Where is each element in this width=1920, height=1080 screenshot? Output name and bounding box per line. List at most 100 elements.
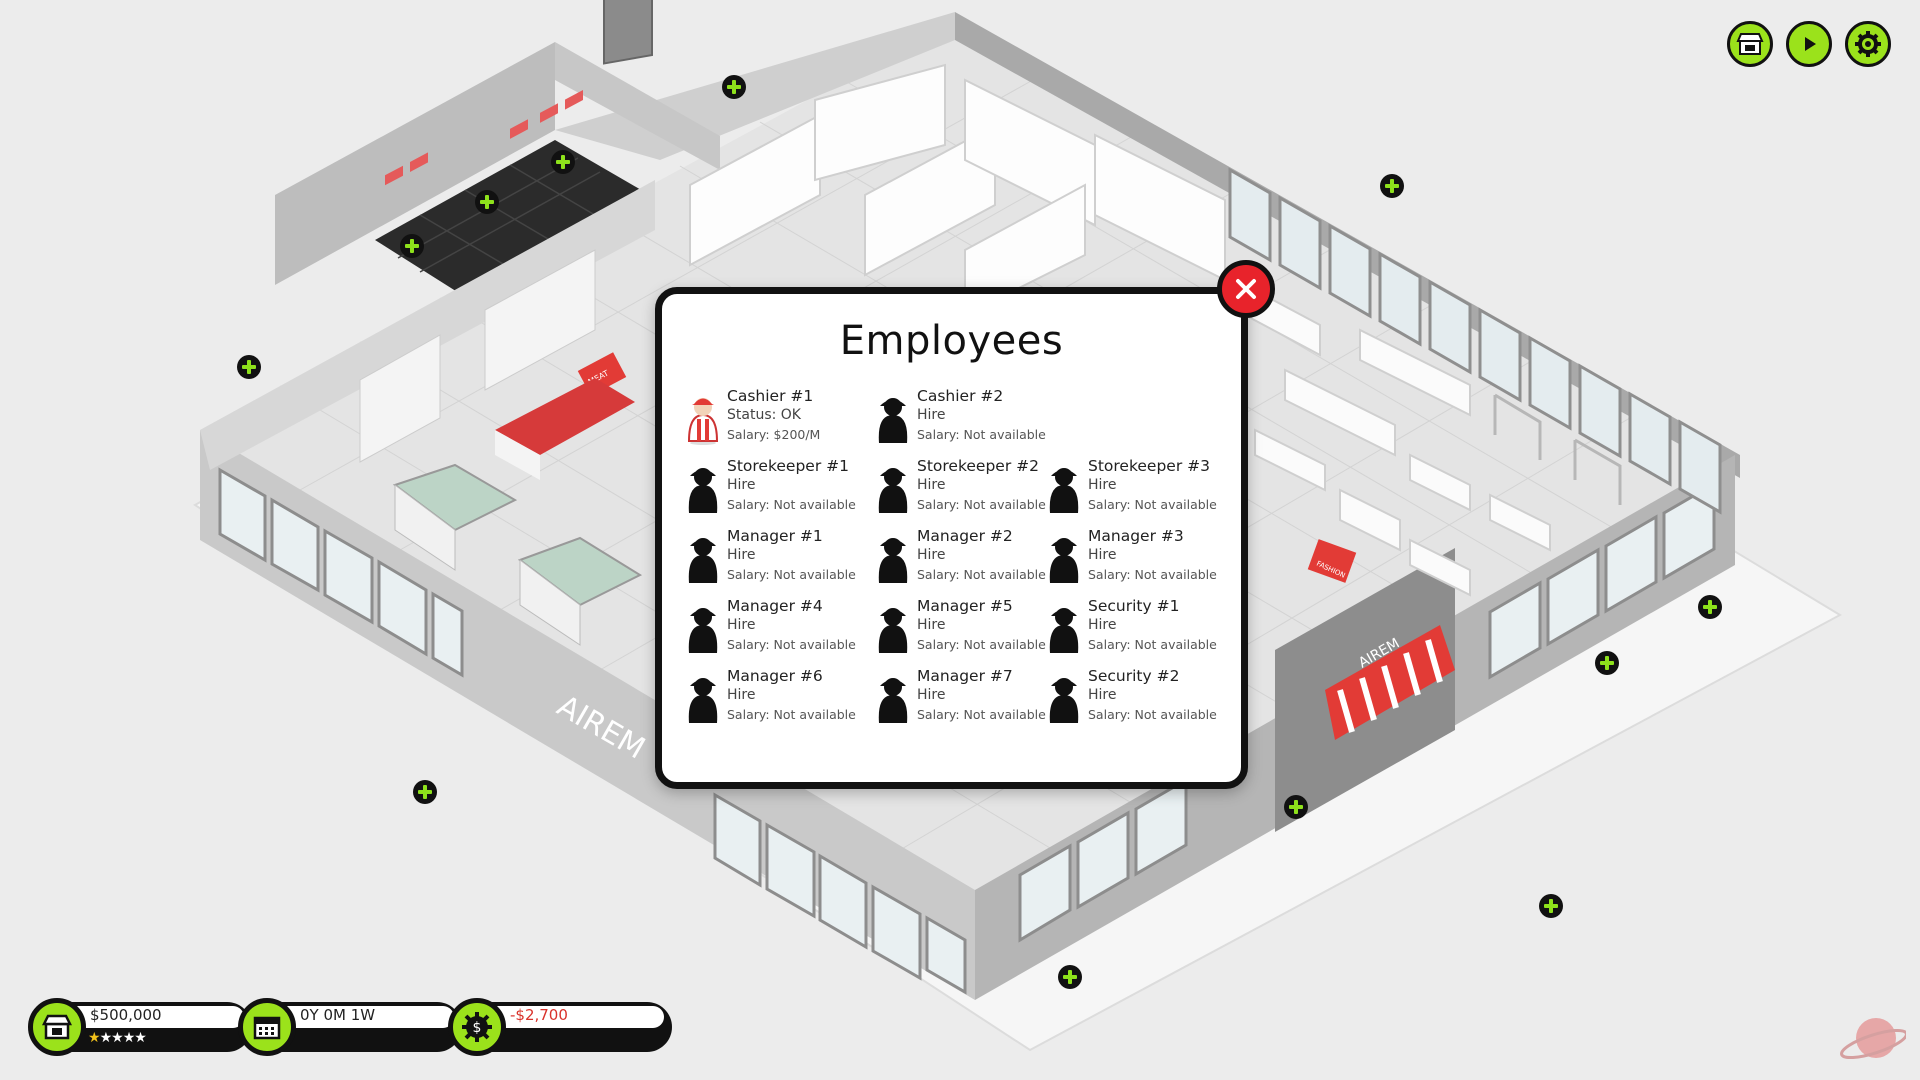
silhouette-avatar-icon [878,468,908,513]
employee-salary: Salary: Not available [727,707,856,722]
employee-name: Storekeeper #3 [1088,457,1210,475]
hire-link[interactable]: Hire [917,617,946,633]
silhouette-avatar-icon [878,398,908,443]
hire-link[interactable]: Hire [917,547,946,563]
employee-salary: Salary: Not available [917,707,1046,722]
silhouette-avatar-icon [688,678,718,723]
balance-value: -$2,700 [510,1006,568,1024]
add-spot-marker[interactable] [413,780,437,804]
employee-salary: Salary: $200/M [727,427,821,442]
silhouette-avatar-icon [688,538,718,583]
employee-salary: Salary: Not available [727,637,856,652]
employee-name: Manager #5 [917,597,1013,615]
add-spot-marker[interactable] [475,190,499,214]
employee-name: Manager #1 [727,527,823,545]
hire-link[interactable]: Hire [1088,617,1117,633]
rating-stars: ★★★★★ [88,1030,147,1046]
employee-name: Security #2 [1088,667,1180,685]
employee-salary: Salary: Not available [917,427,1046,442]
silhouette-avatar-icon [878,608,908,653]
back-shelves [689,63,1226,317]
hire-link[interactable]: Hire [727,687,756,703]
meat-fridges [359,90,596,463]
employee-name: Storekeeper #1 [727,457,849,475]
hire-link[interactable]: Hire [917,407,946,423]
hire-link[interactable]: Hire [1088,547,1117,563]
employee-name: Manager #3 [1088,527,1184,545]
hire-link[interactable]: Hire [1088,477,1117,493]
star-icon: ★ [88,1030,101,1046]
employee-name: Manager #6 [727,667,823,685]
employee-salary: Salary: Not available [917,497,1046,512]
shop-button[interactable] [1727,21,1773,67]
employee-salary: Salary: Not available [1088,497,1217,512]
add-spot-marker[interactable] [1058,965,1082,989]
employee-salary: Salary: Not available [1088,707,1217,722]
add-spot-marker[interactable] [1698,595,1722,619]
add-spot-marker[interactable] [722,75,746,99]
add-spot-marker[interactable] [1380,174,1404,198]
hire-link[interactable]: Hire [1088,687,1117,703]
play-button[interactable] [1786,21,1832,67]
add-spot-marker[interactable] [1284,795,1308,819]
calendar-icon [238,998,296,1056]
add-spot-marker[interactable] [1595,651,1619,675]
clothing-racks [1493,393,1622,505]
date-value: 0Y 0M 1W [300,1006,376,1024]
add-spot-marker[interactable] [237,355,261,379]
playground-logo [1840,1018,1906,1060]
silhouette-avatar-icon [1049,678,1079,723]
hire-link[interactable]: Hire [727,617,756,633]
close-button[interactable] [1217,260,1275,318]
coin-icon: $ [448,998,506,1056]
silhouette-avatar-icon [1049,468,1079,513]
hire-link[interactable]: Hire [727,547,756,563]
employee-name: Storekeeper #2 [917,457,1039,475]
dialog-title: Employees [839,318,1064,364]
hire-link[interactable]: Hire [917,687,946,703]
silhouette-avatar-icon [878,678,908,723]
cashier-avatar-icon [687,398,719,445]
employee-name: Manager #4 [727,597,823,615]
close-icon [1236,279,1256,299]
add-spot-marker[interactable] [1539,894,1563,918]
staff-room-wall [555,42,720,170]
add-spot-marker[interactable] [400,234,424,258]
employee-name: Cashier #1 [727,387,814,405]
gear-icon [1855,31,1881,57]
play-icon [1805,37,1816,51]
silhouette-avatar-icon [1049,538,1079,583]
silhouette-avatar-icon [688,608,718,653]
employee-salary: Salary: Not available [1088,567,1217,582]
hire-link[interactable]: Hire [727,477,756,493]
left-wall-inner [200,180,655,470]
hire-link[interactable]: Hire [917,477,946,493]
settings-button[interactable] [1845,21,1891,67]
svg-text:$: $ [473,1020,482,1036]
star-icon: ★ [111,1030,124,1046]
star-icon: ★ [122,1030,136,1046]
employee-name: Cashier #2 [917,387,1004,405]
employee-name: Security #1 [1088,597,1180,615]
employee-name: Manager #2 [917,527,1013,545]
employee-salary: Salary: Not available [727,497,856,512]
employee-salary: Salary: Not available [727,567,856,582]
staff-door [603,0,653,65]
employee-salary: Salary: Not available [1088,637,1217,652]
add-spot-marker[interactable] [551,150,575,174]
